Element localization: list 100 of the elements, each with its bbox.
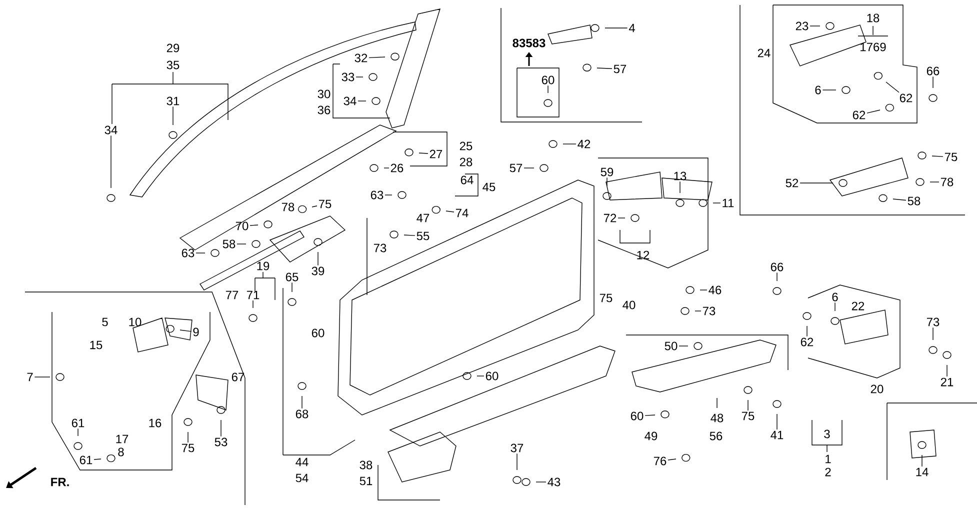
- leader-line: [892, 198, 906, 201]
- leader-line: [356, 76, 364, 78]
- callout-number: 32: [354, 54, 368, 62]
- callout-number: 70: [236, 222, 248, 230]
- callout-number: 73: [926, 318, 940, 326]
- callout-number: 38: [360, 460, 372, 470]
- callout-number: 19: [257, 262, 270, 270]
- callout-number: 34: [104, 126, 118, 134]
- callout-number: 75: [318, 200, 332, 208]
- callout-number: 7: [27, 372, 33, 382]
- callout-number: 23: [796, 22, 808, 30]
- leader-line: [250, 224, 258, 226]
- callout-number: 73: [702, 306, 716, 316]
- leader-line: [712, 202, 721, 204]
- callout-number: 3: [824, 430, 830, 438]
- leader-line: [358, 100, 366, 102]
- leader-line: [834, 302, 836, 312]
- callout-number: 45: [482, 182, 496, 192]
- callout-number: 57: [614, 64, 626, 74]
- leader-line: [644, 414, 656, 416]
- callout-number: 60: [630, 412, 644, 420]
- callout-number: 62: [852, 110, 866, 120]
- callout-number: 5: [102, 318, 108, 326]
- leader-line: [668, 458, 676, 460]
- callout-number: 29: [166, 44, 180, 52]
- callout-number: 44: [296, 458, 308, 466]
- callout-number: 67: [232, 372, 244, 382]
- callout-number: 71: [246, 290, 260, 300]
- callout-number: 8: [118, 448, 124, 456]
- callout-number: 74: [456, 208, 468, 218]
- callout-number: 22: [852, 302, 864, 310]
- leader-line: [806, 326, 808, 337]
- leader-line: [446, 210, 454, 212]
- callout-number: 63: [370, 190, 384, 200]
- leader-line: [932, 327, 934, 340]
- leader-line: [946, 364, 948, 377]
- callout-number: 36: [318, 106, 330, 114]
- callout-number: 75: [182, 444, 194, 452]
- callout-number: 11: [722, 198, 734, 208]
- callout-number: 6: [832, 292, 838, 302]
- leader-line: [932, 76, 934, 88]
- leader-line: [94, 458, 102, 460]
- callout-number: 20: [870, 384, 884, 394]
- leader-line: [404, 234, 416, 236]
- leader-line: [516, 453, 518, 470]
- callout-number: 60: [542, 76, 554, 84]
- leader-line: [180, 330, 192, 332]
- callout-number: 75: [742, 412, 754, 420]
- callout-number: 15: [90, 340, 102, 350]
- callout-number: 21: [940, 378, 954, 386]
- callout-number: 42: [578, 140, 590, 148]
- callout-number: 39: [312, 266, 324, 276]
- callout-number: 43: [548, 478, 560, 486]
- callout-number: 77: [226, 290, 238, 300]
- callout-number: 2: [825, 468, 831, 476]
- callout-number: 65: [286, 272, 298, 282]
- callout-number: 4: [628, 24, 635, 32]
- callout-number: 6: [815, 86, 821, 94]
- callout-number: 17: [116, 434, 128, 444]
- leader-line: [220, 420, 222, 437]
- callout-number: 14: [916, 468, 928, 476]
- callout-number: 34: [344, 96, 356, 106]
- callout-number: 59: [600, 168, 614, 176]
- callout-number: 66: [770, 262, 784, 272]
- leader-line: [606, 177, 608, 186]
- callout-number: 1769: [860, 42, 886, 52]
- callout-number: 30: [318, 90, 330, 98]
- leader-line: [694, 310, 702, 312]
- callout-number: 62: [900, 94, 912, 102]
- callout-number: 10: [129, 318, 142, 326]
- callout-number: 51: [360, 476, 372, 486]
- callout-number: 18: [867, 14, 880, 22]
- callout-number: 46: [708, 286, 722, 294]
- leader-line: [886, 82, 900, 93]
- leader-line: [34, 376, 50, 378]
- callout-number: 48: [710, 414, 724, 422]
- callout-number: 24: [758, 48, 770, 58]
- callout-number: 56: [710, 432, 722, 440]
- callout-number: 63: [182, 248, 194, 258]
- callout-number: 50: [664, 342, 678, 350]
- callout-number: 9: [193, 328, 199, 336]
- callout-number: 75: [944, 152, 958, 162]
- leader-line: [776, 414, 778, 430]
- callout-number: 35: [166, 60, 180, 70]
- reference-label: 83583: [512, 38, 546, 48]
- callout-number: 72: [604, 214, 616, 222]
- callout-number: 57: [510, 164, 522, 172]
- callout-number: 41: [770, 430, 784, 440]
- callout-number: 31: [166, 96, 180, 106]
- leader-line: [596, 68, 612, 69]
- leader-line: [866, 110, 880, 114]
- leader-line: [172, 106, 174, 126]
- callout-number: 47: [416, 214, 430, 222]
- callout-number: 16: [149, 418, 162, 428]
- callout-number: 58: [908, 196, 920, 206]
- callout-number: 54: [296, 474, 308, 482]
- callout-number: 78: [940, 178, 954, 186]
- callout-number: 64: [460, 176, 474, 184]
- callout-number: 55: [416, 232, 430, 240]
- reference-label: FR.: [51, 478, 69, 486]
